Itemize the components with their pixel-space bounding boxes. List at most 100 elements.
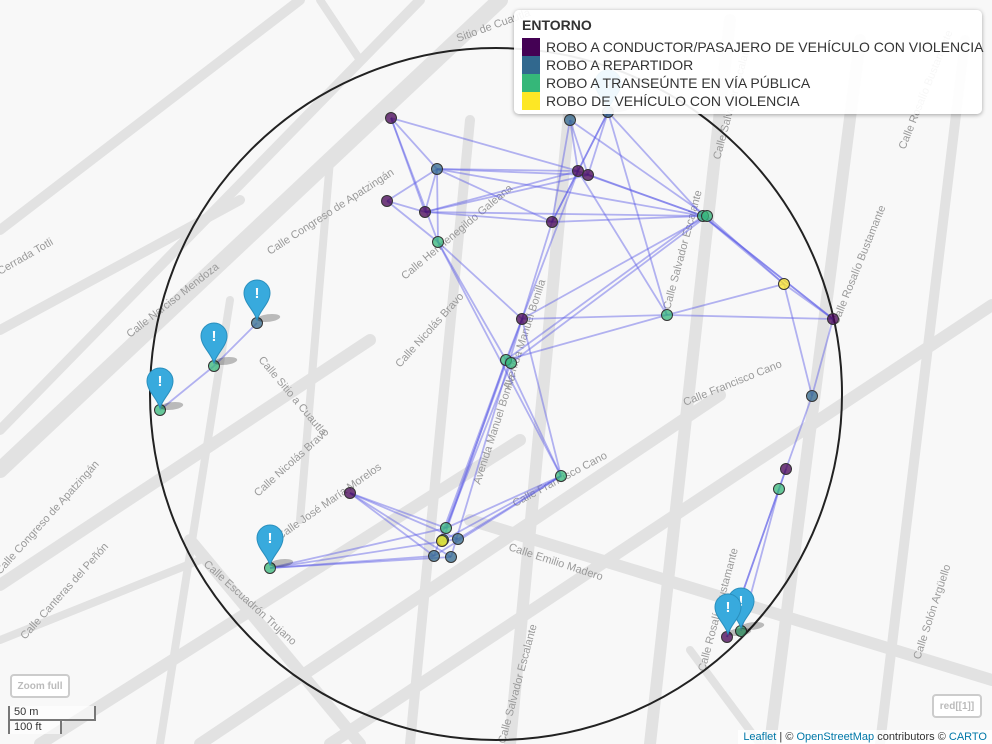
street-label: Calle Solón Argüello [911,563,953,661]
incident-node[interactable] [428,550,440,562]
incident-node[interactable] [440,522,452,534]
network-edge [505,359,562,477]
incident-node[interactable] [431,163,443,175]
network-edge [269,538,459,569]
network-edge [702,215,785,285]
osm-link[interactable]: OpenStreetMap [796,731,875,743]
incident-node[interactable] [806,390,818,402]
street-label: Calle Sitio a Cuautla [256,354,330,439]
incident-node[interactable] [661,309,673,321]
alert-marker[interactable]: ! [714,593,754,636]
network-edge [785,395,813,470]
marker-shadow [257,314,281,322]
marker-pin-icon[interactable] [146,367,174,410]
incident-node[interactable] [432,236,444,248]
network-edge [437,241,562,477]
incident-node[interactable] [572,165,584,177]
street-label: Calle Canteras del Peñón [18,541,111,642]
network-edge [551,119,571,223]
network-edge [386,200,426,213]
incident-node[interactable] [780,463,792,475]
incident-node[interactable] [452,533,464,545]
network-edge [269,527,447,569]
scale-bar: 50 m 100 ft [8,706,96,734]
alert-marker[interactable]: ! [146,367,186,410]
zoom-full-button[interactable]: Zoom full [10,674,70,698]
marker-shadow [214,357,238,365]
incident-node[interactable] [505,357,517,369]
alert-marker[interactable]: ! [200,322,240,365]
network-edge [441,475,562,542]
network-edge [349,492,435,557]
network-edge [587,111,609,176]
incident-node[interactable] [773,483,785,495]
network-edge [424,211,553,223]
network-edge [424,170,579,213]
legend-item: ROBO A TRANSEÚNTE EN VÍA PÚBLICA [522,74,810,92]
marker-pin-icon[interactable] [256,524,284,567]
exclamation-icon: ! [212,328,217,345]
exclamation-icon: ! [255,285,260,302]
exclamation-icon: ! [739,593,744,610]
incident-node[interactable] [555,470,567,482]
street-label: Cerrada Totli [0,236,55,277]
network-edge [521,314,668,320]
incident-node[interactable] [436,535,448,547]
incident-node[interactable] [778,278,790,290]
attribution-separator: | © [776,731,797,743]
alert-marker[interactable]: ! [256,524,296,567]
network-edge [607,111,668,316]
network-edge [349,492,459,540]
incident-node[interactable] [445,551,457,563]
marker-shadow [160,402,184,410]
network-edge [666,314,834,320]
incident-node[interactable] [344,487,356,499]
buffer-circle [149,47,843,741]
network-edge [783,283,813,397]
network-edge [386,200,439,243]
legend-swatch [522,38,540,56]
network-edge [521,318,562,477]
legend-swatch [522,74,540,92]
incident-node[interactable] [419,206,431,218]
legend-item: ROBO A CONDUCTOR/PASAJERO DE VEHÍCULO CO… [522,38,983,56]
network-edge [569,119,708,217]
network-edge [437,241,507,361]
network-edge [436,168,439,243]
network-edge [269,556,452,569]
street-label: Calle Nicolás Bravo [252,426,331,499]
incident-node[interactable] [516,313,528,325]
network-edge [213,322,258,367]
network-edge [706,215,785,285]
network-edge [445,475,562,529]
leaflet-link[interactable]: Leaflet [743,731,777,743]
street-label: Calle Nicolás Bravo [393,291,466,370]
incident-node[interactable] [546,216,558,228]
marker-pin-icon[interactable] [243,279,271,322]
attribution: Leaflet | © OpenStreetMap contributors ©… [738,730,992,744]
network-nodes[interactable] [154,106,839,643]
network-edge [436,168,589,176]
incident-node[interactable] [564,114,576,126]
layer-group-button[interactable]: red[[1]] [932,694,982,718]
network-edge [569,119,589,176]
network-edge [349,492,447,529]
alert-marker[interactable]: ! [243,279,283,322]
carto-link[interactable]: CARTO [948,731,987,743]
incident-node[interactable] [701,210,713,222]
incident-node[interactable] [385,112,397,124]
network-edge [436,168,579,172]
marker-pin-icon[interactable] [714,593,742,636]
legend-item: ROBO DE VEHÍCULO CON VIOLENCIA [522,92,800,110]
legend-item: ROBO A REPARTIDOR [522,56,693,74]
incident-node[interactable] [381,195,393,207]
network-edge [159,365,215,411]
incident-node[interactable] [582,169,594,181]
marker-pin-icon[interactable] [200,322,228,365]
network-edge [437,241,523,320]
network-edge [521,170,579,320]
network-edge [521,215,708,320]
marker-shadow [728,628,752,636]
legend-label: ROBO DE VEHÍCULO CON VIOLENCIA [546,93,800,109]
incident-node[interactable] [827,313,839,325]
